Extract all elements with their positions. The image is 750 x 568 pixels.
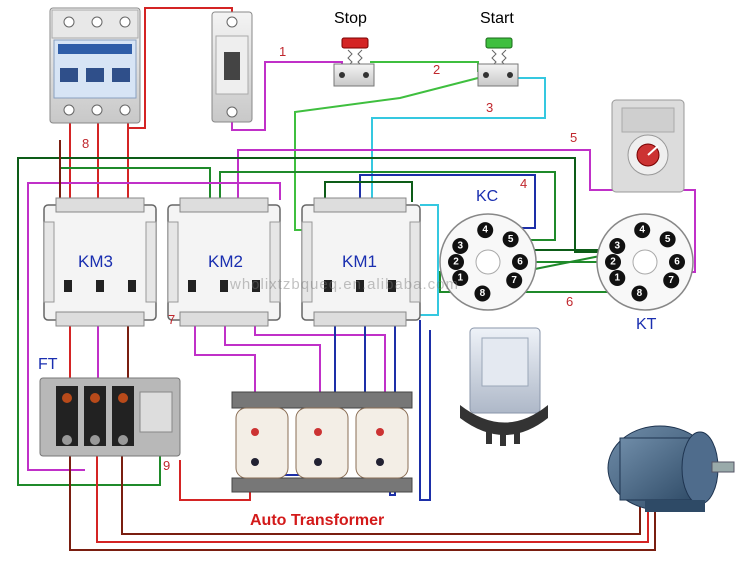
kt-pin-4 bbox=[634, 222, 651, 239]
kc-label: KC bbox=[476, 188, 499, 205]
kt-pin-label-3: 3 bbox=[615, 241, 621, 252]
kt-pin-8 bbox=[631, 285, 648, 302]
kc-pin-label-3: 3 bbox=[458, 241, 464, 252]
wire-purple-left-down bbox=[27, 230, 85, 471]
wire-number-8: 8 bbox=[82, 136, 90, 151]
single-breaker bbox=[211, 11, 253, 123]
kt-pin-label-6: 6 bbox=[674, 257, 680, 268]
kc-pin-7 bbox=[506, 272, 523, 289]
kc-pin-label-4: 4 bbox=[482, 225, 488, 236]
kt-pin-label-8: 8 bbox=[637, 288, 643, 299]
kt-pin-label-4: 4 bbox=[639, 225, 645, 236]
wire-red-top bbox=[127, 7, 233, 129]
kc-pin-5 bbox=[502, 231, 519, 248]
stop-label: Stop bbox=[334, 10, 367, 27]
kc-pin-3 bbox=[452, 238, 469, 254]
km2-label: KM2 bbox=[208, 252, 243, 271]
wire-left-green bbox=[17, 300, 161, 486]
wire-darkgreen-km bbox=[324, 181, 413, 202]
wire-green-start-km1 bbox=[294, 77, 479, 231]
kc-pin-2 bbox=[448, 254, 464, 270]
wire-km2-tr-2 bbox=[224, 320, 321, 430]
kt-pin-6 bbox=[669, 254, 685, 270]
contactor-km1 bbox=[301, 197, 421, 327]
kt-pin-7 bbox=[663, 272, 680, 289]
ft-label: FT bbox=[38, 356, 58, 373]
wire-7-darkgreen bbox=[17, 157, 620, 300]
contactor-km3 bbox=[43, 197, 157, 327]
kc-pin-1 bbox=[452, 270, 469, 286]
wire-4-blue bbox=[359, 174, 536, 229]
motor bbox=[607, 425, 735, 512]
start-button bbox=[477, 37, 519, 87]
wire-brown-1 bbox=[69, 455, 656, 551]
kc-pin-8 bbox=[474, 285, 491, 302]
wire-5-purple bbox=[237, 149, 696, 273]
kt-label: KT bbox=[636, 316, 657, 333]
relay-photo bbox=[460, 327, 548, 446]
km1-label: KM1 bbox=[342, 252, 377, 271]
kt-pin-2 bbox=[605, 254, 621, 270]
wire-purple-left bbox=[27, 182, 281, 230]
time-relay-photo bbox=[611, 99, 685, 193]
three-pole-breaker bbox=[49, 7, 141, 124]
wire-number-2: 2 bbox=[433, 62, 441, 77]
kt-pin-3 bbox=[609, 238, 626, 254]
kt-pin-label-1: 1 bbox=[615, 273, 621, 284]
kc-pins: 1 2 3 4 5 67 8 bbox=[448, 222, 528, 302]
thermal-relay-ft bbox=[39, 377, 181, 457]
kc-pin-label-5: 5 bbox=[508, 234, 514, 245]
wire-number-5: 5 bbox=[570, 130, 578, 145]
wires bbox=[17, 7, 696, 551]
wire-brown-2 bbox=[96, 455, 649, 543]
kc-pin-label-8: 8 bbox=[480, 288, 486, 299]
kc-pin-label-6: 6 bbox=[517, 257, 523, 268]
kc-pin-label-2: 2 bbox=[453, 257, 459, 268]
kt-pin-label-7: 7 bbox=[668, 275, 674, 286]
km3-label: KM3 bbox=[78, 252, 113, 271]
wire-green-coils-b bbox=[219, 171, 556, 241]
wire-number-4: 4 bbox=[520, 176, 528, 191]
auto-transformer bbox=[231, 391, 413, 493]
wire-number-7: 7 bbox=[168, 312, 176, 327]
kc-pin-label-1: 1 bbox=[458, 273, 464, 284]
stop-button bbox=[333, 37, 375, 87]
auto-transformer-label: Auto Transformer bbox=[250, 512, 385, 529]
wire-2-green bbox=[370, 61, 479, 72]
kt-pins: 1 2 3 4 5 67 8 bbox=[605, 222, 685, 302]
kt-pin-1 bbox=[609, 270, 626, 286]
wire-km2-tr-3 bbox=[254, 320, 386, 430]
kc-pin-6 bbox=[512, 254, 528, 270]
kt-pin-5 bbox=[659, 231, 676, 248]
watermark: wholixtzbqueq.en.alibaba.com bbox=[230, 276, 459, 293]
kc-pin-4 bbox=[477, 222, 494, 239]
wire-brown-3 bbox=[121, 455, 641, 535]
wire-number-9: 9 bbox=[163, 458, 171, 473]
start-label: Start bbox=[480, 10, 514, 27]
wire-km1-blue-right bbox=[419, 320, 431, 501]
kt-pin-label-5: 5 bbox=[665, 234, 671, 245]
kt-pin-label-2: 2 bbox=[610, 257, 616, 268]
contactor-km2 bbox=[167, 197, 281, 327]
wire-number-6: 6 bbox=[566, 294, 574, 309]
wire-3-cyan bbox=[371, 77, 546, 200]
wire-number-3: 3 bbox=[486, 100, 494, 115]
kc-pin-label-7: 7 bbox=[511, 275, 517, 286]
wire-number-1: 1 bbox=[279, 44, 287, 59]
